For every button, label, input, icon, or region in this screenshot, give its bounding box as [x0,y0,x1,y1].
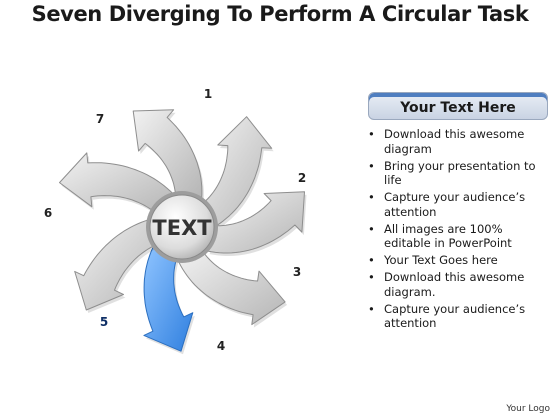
arrow-body [74,219,158,311]
arrow-label-3: 3 [293,265,301,279]
bullet-text: Capture your audience’s attention [384,301,526,331]
center-hub: TEXT [146,191,218,263]
bullet-item: • All images are 100% editable in PowerPo… [366,222,546,251]
bullet-item: • Capture your audience’s attention [366,190,546,219]
arrow-label-5: 5 [100,315,108,329]
arrow-body [59,152,174,214]
bullet-text: All images are 100% editable in PowerPoi… [384,221,512,251]
bullet-text: Download this awesome diagram. [384,270,525,299]
arrow-body [132,109,203,199]
arrow-label-7: 7 [96,112,104,126]
bullet-text: Download this awesome diagram [384,127,525,156]
center-label: TEXT [152,216,212,240]
bullet-dot-icon: • [368,158,375,173]
arrow-3: 3 [207,191,307,279]
arrow-label-6: 6 [44,206,52,220]
arrow-body [201,116,273,226]
bullet-item: • Your Text Goes here [366,253,546,268]
bullet-text: Your Text Goes here [384,253,498,268]
bullet-dot-icon: • [368,221,375,236]
bullet-text: Bring your presentation to life [384,158,536,188]
panel-header: Your Text Here [368,92,548,120]
arrow-2: 2 [201,116,306,229]
arrow-body-highlighted [143,246,194,352]
arrow-5: 5 [100,246,195,355]
bullet-text: Capture your audience’s attention [384,190,526,219]
footer-logo: Your Logo [506,404,550,414]
bullet-list: • Download this awesome diagram • Bring you… [366,127,546,333]
bullet-dot-icon: • [368,190,375,205]
arrow-label-4: 4 [217,339,225,353]
bullet-item: • Bring your presentation to life [366,159,546,188]
bullet-item: • Download this awesome diagram. [366,270,546,299]
bullet-item: • Download this awesome diagram [366,127,546,156]
page-title: Seven Diverging To Perform A Circular Ta… [31,2,529,26]
bullet-item: • Capture your audience’s attention [366,302,546,331]
arrow-7: 7 [59,112,175,216]
arrow-label-1: 1 [204,87,212,101]
arrow-1: 1 [132,87,212,201]
arrow-label-2: 2 [298,171,306,185]
bullet-dot-icon: • [368,270,375,285]
arrow-body [178,249,286,326]
bullet-dot-icon: • [368,253,375,268]
bullet-dot-icon: • [368,127,375,141]
bullet-dot-icon: • [368,301,375,316]
arrow-body [207,191,305,254]
arrow-6: 6 [44,206,159,313]
arrow-4: 4 [178,249,288,353]
